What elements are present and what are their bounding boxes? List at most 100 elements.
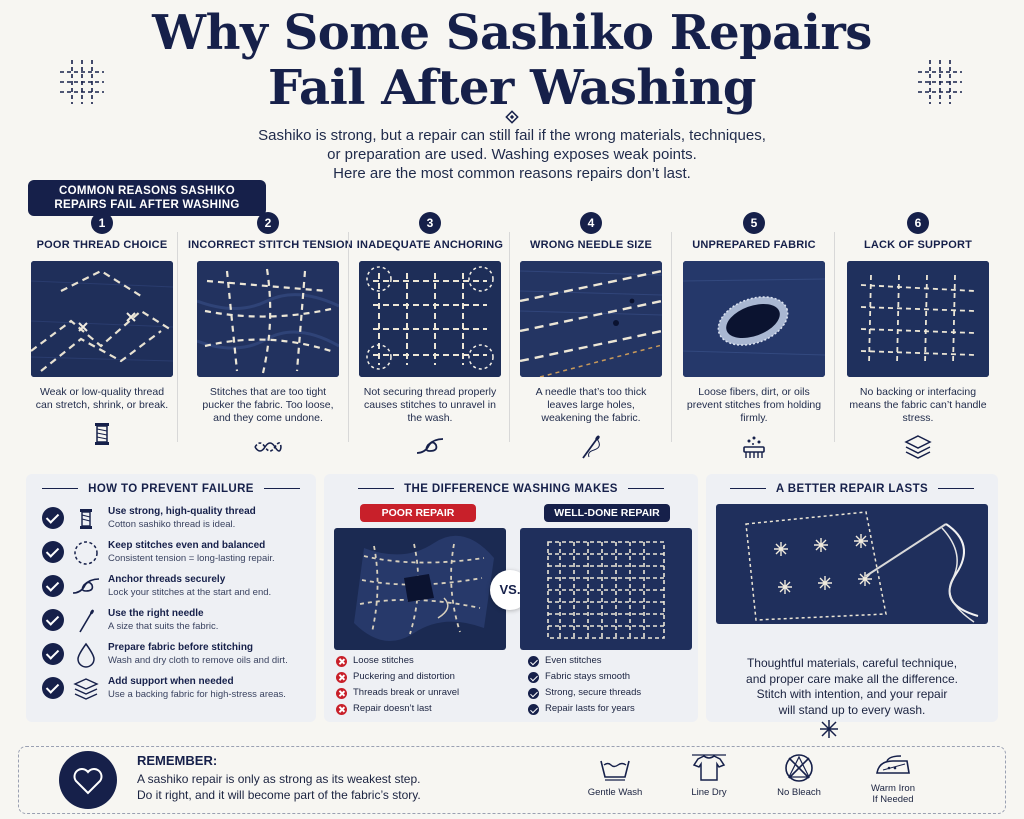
prevent-item-title: Add support when needed <box>108 676 234 687</box>
line-dry-shirt-icon <box>692 754 726 781</box>
remember-body: A sashiko repair is only as strong as it… <box>137 771 421 803</box>
x-icon <box>336 688 347 699</box>
layers-icon <box>73 678 99 700</box>
care-no-bleach: No Bleach <box>759 753 839 798</box>
gentle-wash-icon <box>600 760 630 781</box>
poor-repair-photo <box>334 528 506 650</box>
prevent-item-subtitle: A size that suits the fabric. <box>108 621 219 632</box>
prevent-item: Anchor threads securely Lock your stitch… <box>42 573 312 605</box>
column-divider <box>509 232 510 442</box>
wavy-stitch-icon <box>254 442 282 452</box>
check-icon <box>42 541 64 563</box>
reason-card-2: 2 INCORRECT STITCH TENSION Stitches that… <box>188 212 353 462</box>
sashiko-star-icon <box>820 720 838 738</box>
prevent-item-subtitle: Consistent tension = long-lasting repair… <box>108 553 275 564</box>
column-divider <box>834 232 835 442</box>
prevent-item-title: Anchor threads securely <box>108 574 226 585</box>
care-label-line-1: Warm Iron <box>871 783 915 794</box>
reason-number: 4 <box>580 212 602 234</box>
reasons-tab-line-2: REPAIRS FAIL AFTER WASHING <box>54 199 240 211</box>
prevent-item-subtitle: Use a backing fabric for high-stress are… <box>108 689 286 700</box>
care-gentle-wash: Gentle Wash <box>575 753 655 798</box>
reason-description: Weak or low-quality thread can stretch, … <box>35 386 169 411</box>
check-icon <box>528 704 539 715</box>
prevent-item-subtitle: Cotton sashiko thread is ideal. <box>108 519 236 530</box>
better-line-2: and proper care make all the difference. <box>746 671 958 686</box>
reason-number: 5 <box>743 212 765 234</box>
care-warm-iron: Warm Iron If Needed <box>853 753 933 805</box>
better-line-4: will stand up to every wash. <box>778 702 926 717</box>
check-icon <box>528 688 539 699</box>
reason-title: INCORRECT STITCH TENSION <box>188 239 353 251</box>
no-bleach-icon <box>785 754 813 782</box>
column-divider <box>177 232 178 442</box>
check-icon <box>42 507 64 529</box>
x-icon <box>336 672 347 683</box>
check-icon <box>42 575 64 597</box>
difference-heading: THE DIFFERENCE WASHING MAKES <box>324 483 698 495</box>
prevent-item: Add support when needed Use a backing fa… <box>42 675 312 707</box>
better-text: Thoughtful materials, careful technique,… <box>718 656 986 718</box>
prevent-failure-panel: HOW TO PREVENT FAILURE Use strong, high-… <box>26 474 316 722</box>
reason-photo-support <box>847 261 989 377</box>
reason-photo-unprepared <box>683 261 825 377</box>
prevent-item-title: Use strong, high-quality thread <box>108 506 256 517</box>
prevent-item-title: Prepare fabric before stitching <box>108 642 254 653</box>
warm-iron-icon <box>876 755 910 774</box>
good-point-label: Strong, secure threads <box>545 687 642 698</box>
prevent-item-subtitle: Wash and dry cloth to remove oils and di… <box>108 655 288 666</box>
remember-line-1: A sashiko repair is only as strong as it… <box>137 772 421 786</box>
title-line-2: Fail After Washing <box>268 60 756 116</box>
reason-description: Not securing thread properly causes stit… <box>363 386 497 424</box>
prevent-item: Use strong, high-quality thread Cotton s… <box>42 505 312 537</box>
reason-description: No backing or interfacing means the fabr… <box>849 386 987 424</box>
care-label-line-2: If Needed <box>872 794 914 805</box>
heart-badge <box>59 751 117 809</box>
prevent-item-title: Use the right needle <box>108 608 204 619</box>
prevent-heading: HOW TO PREVENT FAILURE <box>26 483 316 495</box>
x-icon <box>336 704 347 715</box>
reason-card-3: 3 INADEQUATE ANCHORING Not securing thre… <box>350 212 510 462</box>
heart-icon <box>73 768 103 795</box>
reason-number: 2 <box>257 212 279 234</box>
care-label: Gentle Wash <box>587 787 643 798</box>
poor-point-label: Puckering and distortion <box>353 671 455 682</box>
needle-icon <box>79 609 94 633</box>
well-done-repair-badge: WELL-DONE REPAIR <box>544 504 670 522</box>
check-icon <box>42 609 64 631</box>
knot-icon <box>416 438 444 454</box>
better-heading: A BETTER REPAIR LASTS <box>706 483 998 495</box>
sashiko-grid-left-icon <box>60 60 104 104</box>
intro-line-1: Sashiko is strong, but a repair can stil… <box>258 127 766 144</box>
prevent-item: Use the right needle A size that suits t… <box>42 607 312 639</box>
intro-line-3: Here are the most common reasons repairs… <box>333 165 691 182</box>
reason-number: 6 <box>907 212 929 234</box>
reason-photo-tension <box>197 261 339 377</box>
good-point-label: Fabric stays smooth <box>545 671 630 682</box>
reasons-tab-line-1: COMMON REASONS SASHIKO <box>59 185 235 197</box>
remember-title: REMEMBER: <box>137 753 218 768</box>
reason-description: Stitches that are too tight pucker the f… <box>202 386 334 424</box>
thread-spool-icon <box>80 509 92 529</box>
prevent-item-subtitle: Lock your stitches at the start and end. <box>108 587 272 598</box>
good-point-label: Even stitches <box>545 655 602 666</box>
x-icon <box>336 656 347 667</box>
reason-number: 1 <box>91 212 113 234</box>
reason-photo-thread <box>31 261 173 377</box>
intro-line-2: or preparation are used. Washing exposes… <box>327 146 697 163</box>
knot-icon <box>72 578 100 594</box>
reason-title: WRONG NEEDLE SIZE <box>530 239 652 251</box>
reason-title: LACK OF SUPPORT <box>863 239 973 251</box>
column-divider <box>348 232 349 442</box>
care-label: Line Dry <box>691 787 727 798</box>
prevent-item: Keep stitches even and balanced Consiste… <box>42 539 312 571</box>
reason-title: UNPREPARED FABRIC <box>692 239 816 251</box>
column-divider <box>671 232 672 442</box>
poor-point-label: Loose stitches <box>353 655 414 666</box>
better-line-1: Thoughtful materials, careful technique, <box>746 656 958 670</box>
better-repair-panel: A BETTER REPAIR LASTS Thoughtful materia… <box>706 474 998 722</box>
dashed-circle-icon <box>74 541 98 565</box>
better-repair-photo <box>716 504 988 624</box>
reason-card-5: 5 UNPREPARED FABRIC Loose fibers, dirt, … <box>674 212 834 462</box>
better-line-3: Stitch with intention, and your repair <box>756 687 948 701</box>
